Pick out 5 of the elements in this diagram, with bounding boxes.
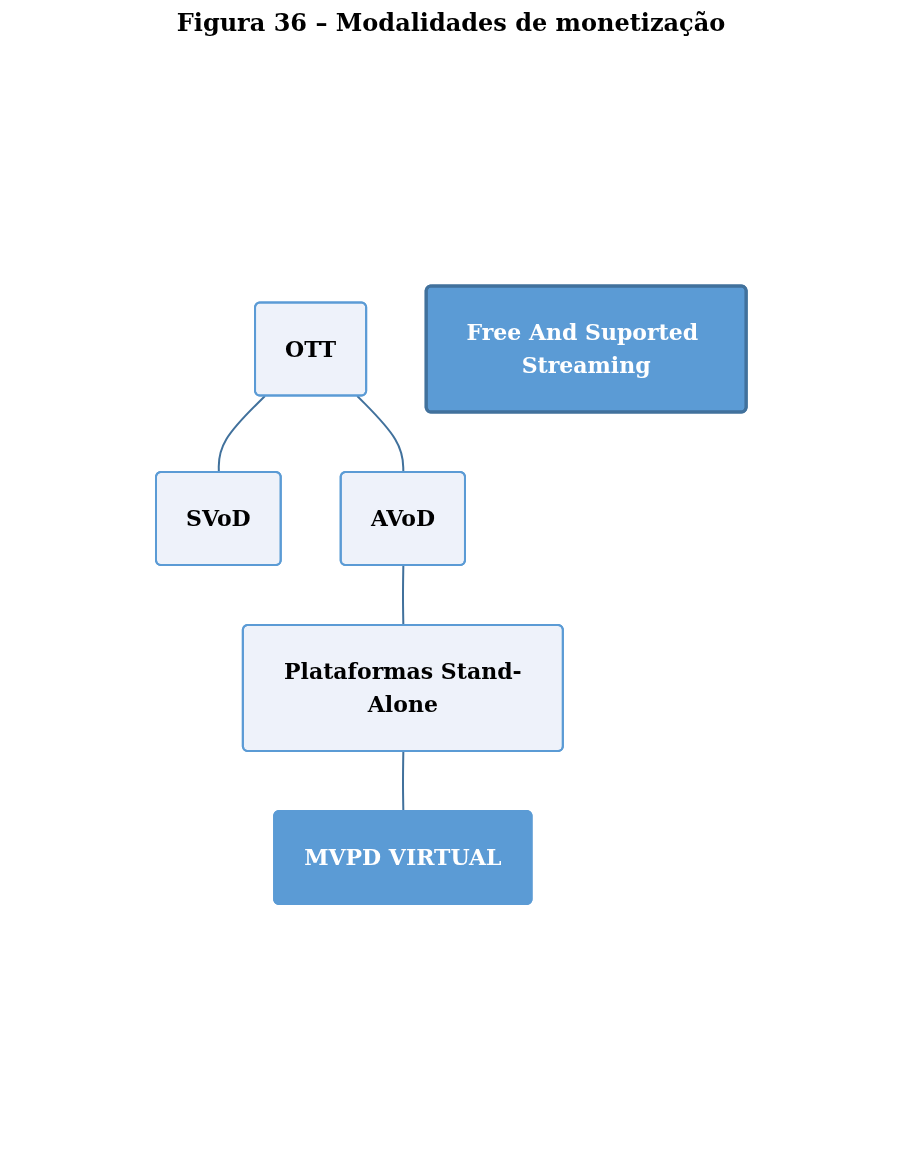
connector [356, 395, 405, 474]
connector [401, 564, 405, 627]
connector [401, 750, 405, 813]
connector [217, 395, 266, 474]
figure-title: Figura 36 – Modalidades de monetização [175, 8, 727, 37]
